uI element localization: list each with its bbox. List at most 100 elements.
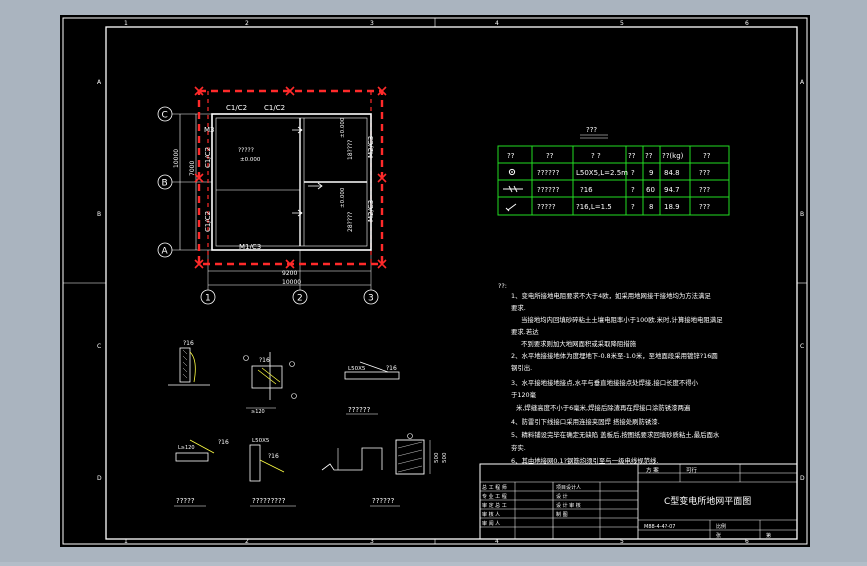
arrow-icon bbox=[292, 126, 303, 134]
ground-rod-marker bbox=[194, 86, 204, 96]
detail-label: L50X5 bbox=[348, 366, 366, 372]
frame-row-label: A bbox=[97, 79, 102, 86]
table-cell: ? bbox=[631, 203, 635, 211]
detail-6: 500 500 ?????? bbox=[321, 433, 448, 507]
flat-bar-symbol-icon bbox=[503, 185, 523, 193]
detail-label: L≥120 bbox=[178, 445, 195, 451]
table-header: ??(kg) bbox=[662, 152, 684, 160]
table-cell: ??? bbox=[699, 186, 710, 194]
table-title: ??? bbox=[586, 126, 597, 134]
table-cell: L50X5,L=2.5m bbox=[576, 169, 628, 177]
detail-label: ?16 bbox=[218, 439, 229, 446]
dim-text: 10000 bbox=[173, 149, 180, 168]
note-line: 3、水平接地接地接点,水平与垂直地接接点处焊接,接口长度不得小 bbox=[511, 378, 699, 387]
table-cell: ?????? bbox=[537, 186, 560, 194]
table-header: ?? bbox=[645, 152, 653, 160]
detail-caption: ????? bbox=[176, 497, 195, 505]
frame-row-label: D bbox=[800, 475, 805, 482]
room-name: 18???? bbox=[347, 140, 354, 160]
ground-rod-marker bbox=[285, 86, 295, 96]
ground-rod-marker bbox=[194, 259, 204, 269]
dim-text: 10000 bbox=[282, 279, 301, 286]
notes-heading: ??: bbox=[498, 282, 507, 290]
axis-bubble bbox=[157, 242, 173, 258]
member-section bbox=[251, 365, 283, 389]
ground-rod-marker bbox=[377, 86, 387, 96]
design-notes: ??: 1、变电所接地电阻要求不大于4欧，如采用地网接干接地均为方法满足 要求.… bbox=[498, 282, 723, 465]
table-cell: ? bbox=[631, 186, 635, 194]
axis-bubble bbox=[157, 174, 173, 190]
axis-label: A bbox=[162, 247, 169, 257]
table-header: ?? bbox=[703, 152, 711, 160]
flat-bar bbox=[175, 452, 209, 462]
ground-electrode-symbol-icon bbox=[508, 168, 516, 176]
wall-section bbox=[179, 347, 191, 383]
table-cell: 9 bbox=[649, 169, 653, 177]
door-label: M1/C3 bbox=[239, 243, 261, 251]
detail-5: L50X5 ?16 ????????? bbox=[249, 438, 296, 507]
table-cell: ?????? bbox=[537, 169, 560, 177]
tb-role: 设 计 bbox=[556, 493, 568, 500]
tb-role: 项目设计人 bbox=[556, 484, 581, 491]
weld bbox=[257, 367, 281, 385]
detail-3: L50X5 ?16 ?????? bbox=[344, 361, 400, 415]
detail-4: L≥120 ?16 ????? bbox=[174, 439, 229, 507]
frame-col-label: 4 bbox=[495, 20, 499, 27]
table-cell: 60 bbox=[646, 186, 655, 194]
note-line: 要求.若达 bbox=[511, 327, 539, 336]
detail-label: 500 bbox=[442, 452, 448, 463]
detail-label: ?16 bbox=[259, 357, 270, 364]
window-label: C1/C2 bbox=[204, 211, 212, 232]
building-outline bbox=[211, 113, 372, 251]
frame-col-label: 5 bbox=[620, 20, 624, 27]
frame-col-label: 1 bbox=[124, 538, 128, 545]
construction-details: ?16 ?16 ≥120 L50X5 ?16 ?????? L≥120 bbox=[168, 340, 448, 507]
note-line: 2、水平地接接地体为度埋地下-0.8米至-1.0米，至地面段采用镀锌?16圆 bbox=[511, 351, 718, 360]
dim-text: 9200 bbox=[282, 270, 297, 277]
tb-stage: 可行 bbox=[686, 466, 698, 474]
frame-col-label: 2 bbox=[245, 20, 249, 27]
ground-rod-marker bbox=[377, 173, 387, 183]
table-cell: 94.7 bbox=[664, 186, 680, 194]
tb-role: 专 业 工 程 bbox=[482, 493, 507, 500]
detail-2: ?16 ≥120 bbox=[243, 352, 297, 415]
tb-firm: 方 案 bbox=[646, 466, 659, 474]
frame-col-label: 1 bbox=[124, 20, 128, 27]
trench-section bbox=[321, 447, 383, 471]
door-label: M2/C3 bbox=[367, 200, 375, 222]
table-cell: ??? bbox=[699, 203, 710, 211]
arrow-icon bbox=[292, 209, 303, 217]
ground-rod-marker bbox=[285, 259, 295, 269]
window-label: C1/C2 bbox=[264, 104, 285, 112]
frame-row-label: A bbox=[800, 79, 805, 86]
frame-row-label: C bbox=[800, 343, 804, 350]
tb-role: 总 工 程 师 bbox=[482, 484, 507, 491]
ground-electrode-symbol-icon bbox=[511, 171, 513, 173]
note-line: 5、精料铺设完毕在确定无缺陷 盖板后,按图纸要求回填砂质粘土,最后面水 bbox=[511, 430, 720, 439]
drawing-sheet bbox=[60, 15, 810, 547]
door-label: M3 bbox=[204, 126, 215, 134]
hatch bbox=[397, 441, 423, 473]
detail-1: ?16 bbox=[168, 340, 210, 386]
note-line: 不到要求则加大地网面积或采取降阻措施 bbox=[521, 339, 637, 348]
grounding-plan: 10000 7000 C B A 1 2 3 9200 10000 bbox=[157, 86, 387, 305]
note-line: 夯实. bbox=[511, 443, 526, 452]
frame-row-label: C bbox=[97, 343, 101, 350]
table-cell: ?16 bbox=[580, 186, 593, 194]
room-elevation: ±0.000 bbox=[340, 187, 346, 208]
detail-caption: ????????? bbox=[252, 497, 286, 505]
angle-steel bbox=[344, 371, 400, 380]
table-cell: 8 bbox=[649, 203, 653, 211]
frame-col-label: 6 bbox=[745, 20, 749, 27]
frame-col-label: 5 bbox=[620, 538, 624, 545]
ground-rod-marker bbox=[377, 259, 387, 269]
axis-label: C bbox=[162, 111, 168, 121]
table-cell: ????? bbox=[537, 203, 556, 211]
detail-label: ?16 bbox=[268, 453, 279, 460]
axis-label: 2 bbox=[297, 294, 303, 304]
tb-role: 制 图 bbox=[556, 511, 568, 518]
frame-row-label: D bbox=[97, 475, 102, 482]
detail-label: ?16 bbox=[183, 340, 194, 347]
